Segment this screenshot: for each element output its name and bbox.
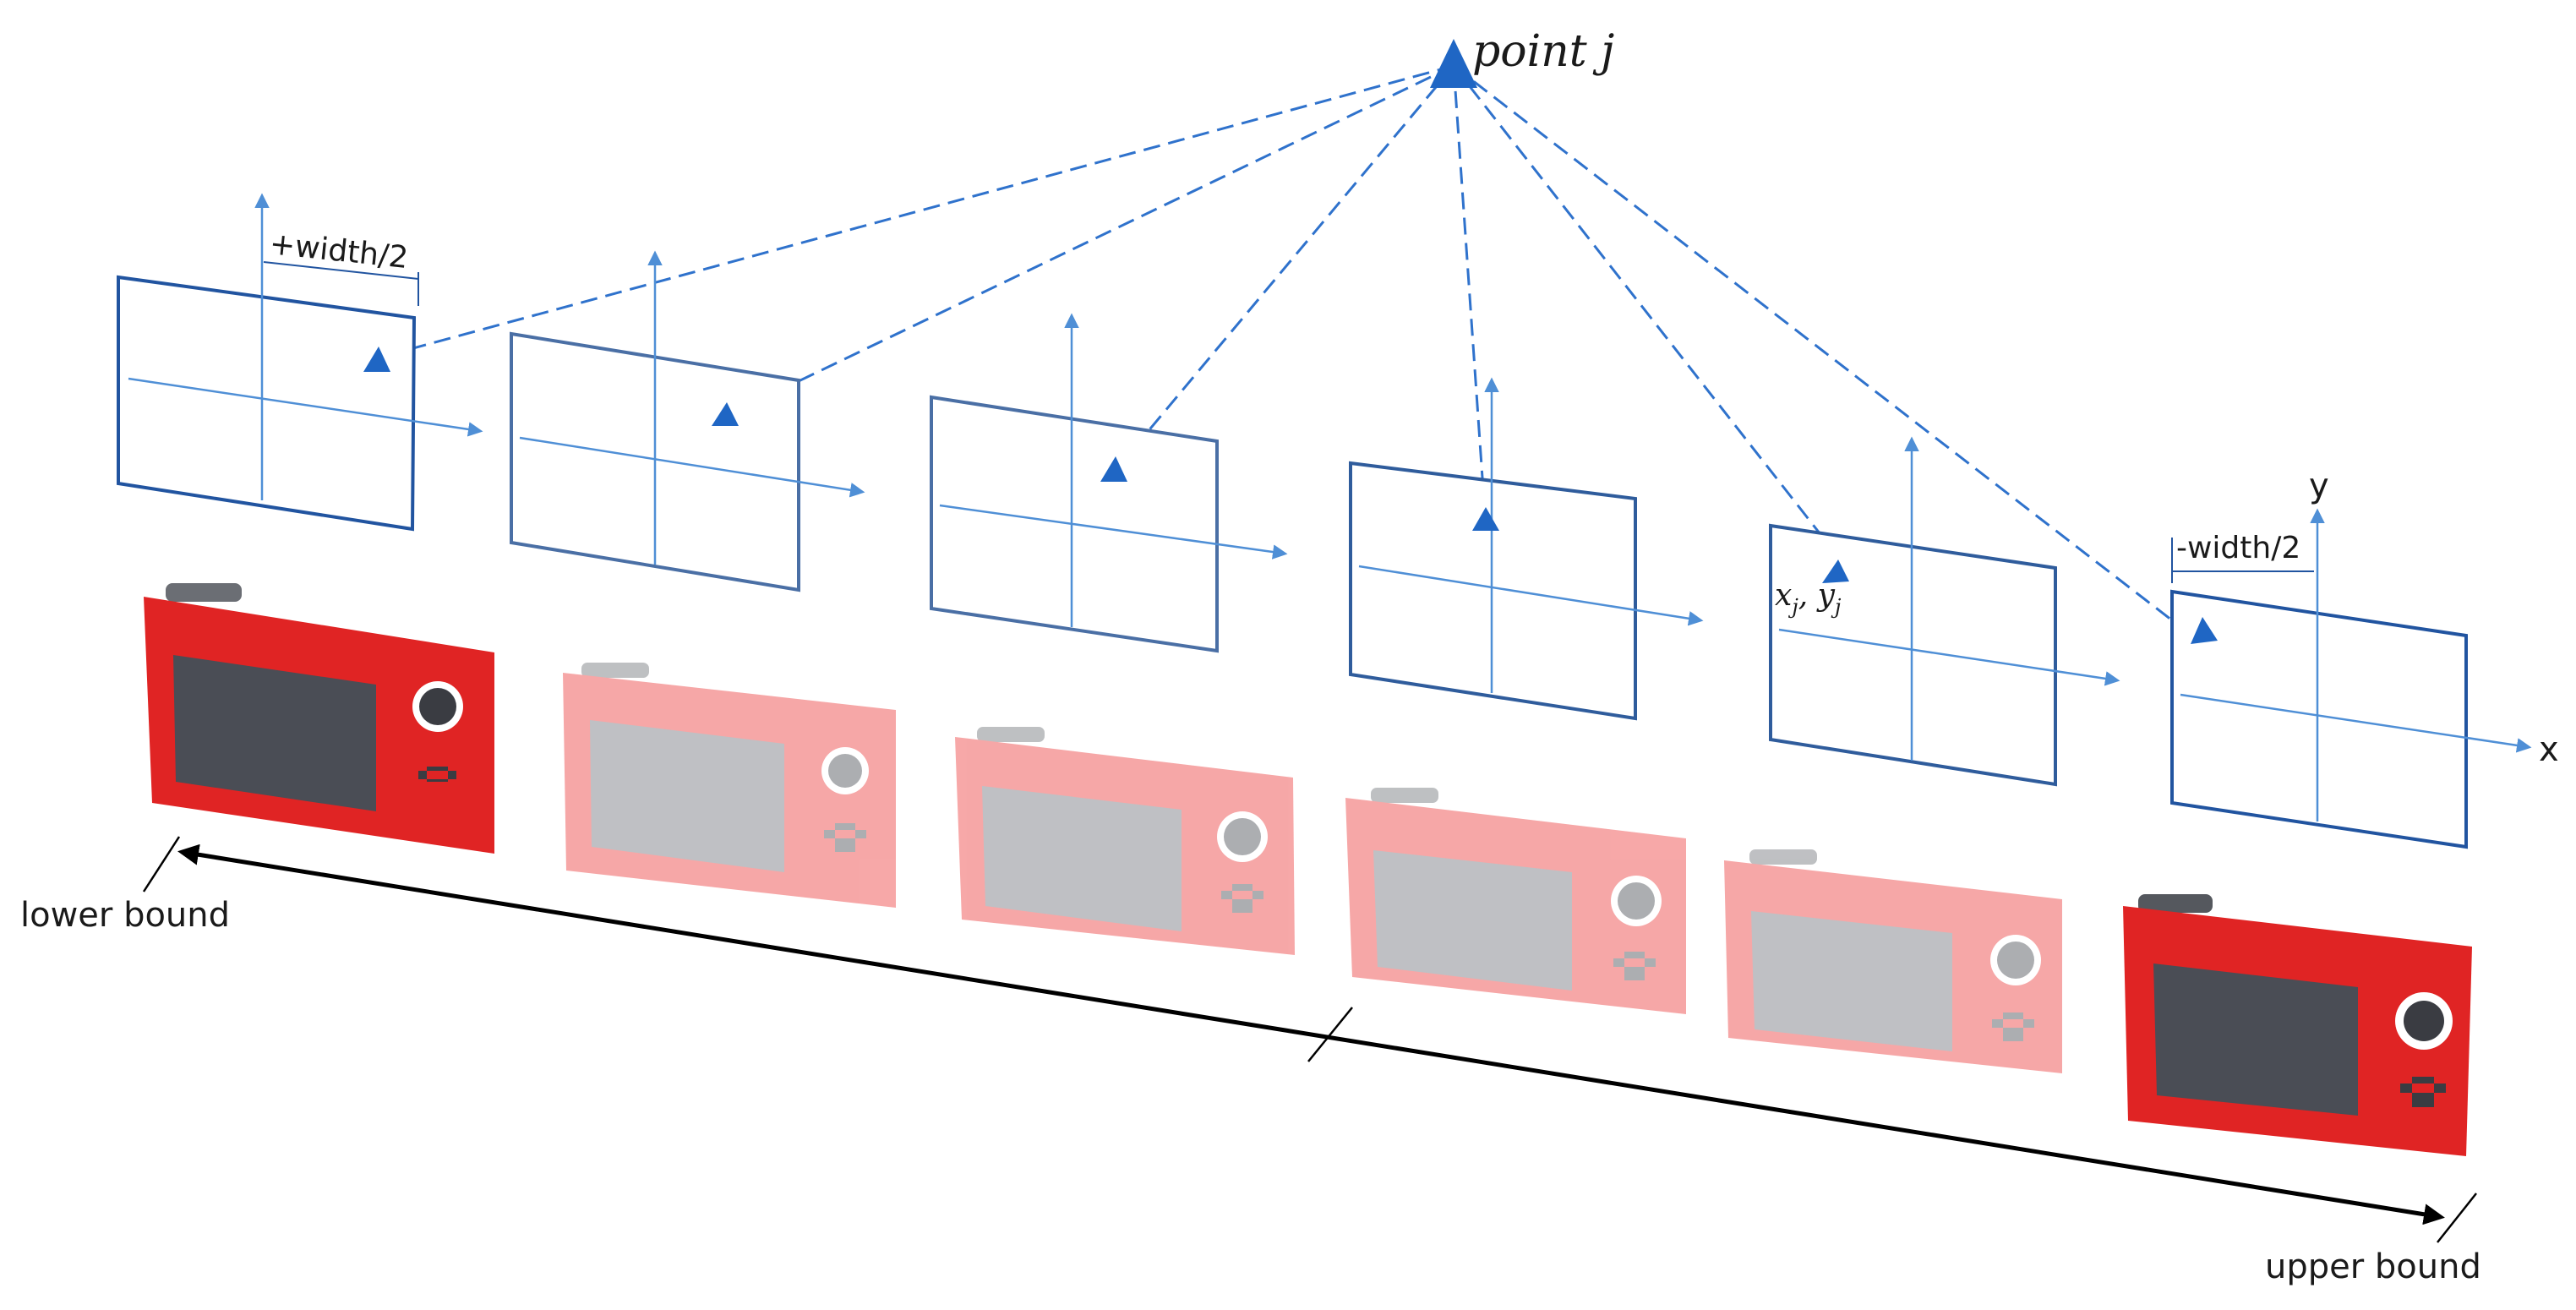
camera-top-button <box>581 663 649 678</box>
frame-border <box>1349 461 1637 721</box>
bound-range <box>142 836 2477 1243</box>
frame-border <box>2170 589 2468 849</box>
lower-bound-label: lower bound <box>20 896 230 935</box>
camera-top-button <box>977 727 1045 742</box>
camera-dial-inner <box>828 754 862 788</box>
frame-x-axis <box>1778 628 2120 686</box>
camera-3 <box>955 727 1295 955</box>
ray-4 <box>1452 65 1491 576</box>
projection-marker-5 <box>1822 559 1849 583</box>
camera-top-button <box>166 583 242 602</box>
axis-y-label: y <box>2309 467 2329 505</box>
half-width-dim <box>263 261 419 280</box>
ray-1 <box>263 64 1454 390</box>
frame-x-axis <box>939 504 1288 559</box>
camera-top-button <box>1749 849 1817 865</box>
frame-x-axis <box>1358 565 1704 626</box>
upper-bound-label: upper bound <box>2265 1247 2481 1286</box>
image-plane-1 <box>117 193 483 532</box>
plus-half-width-label: +width/2 <box>268 227 410 276</box>
projection-marker-3 <box>1100 456 1127 482</box>
camera-screen <box>173 655 376 811</box>
projection-markers <box>363 39 2218 644</box>
camera-dial-inner <box>419 688 456 725</box>
image-plane-5 <box>1769 436 2120 787</box>
projection-sep: , <box>1798 578 1818 613</box>
bound-arrow <box>177 843 2445 1225</box>
frame-x-axis <box>128 377 483 437</box>
point-j-marker <box>1430 39 1477 88</box>
camera-dpad <box>824 823 866 852</box>
camera-screen <box>1751 911 1952 1051</box>
projection-marker-2 <box>712 402 739 426</box>
frame-x-axis <box>519 436 865 498</box>
camera-1 <box>144 583 494 854</box>
camera-5 <box>1724 849 2062 1073</box>
image-plane-3 <box>930 313 1288 653</box>
upper-bound-tick <box>2437 1193 2477 1243</box>
frame-x-axis <box>2180 693 2532 753</box>
projection-x: x <box>1775 578 1792 613</box>
midpoint-tick <box>1307 1007 1353 1062</box>
axis-x-label: x <box>2539 730 2559 769</box>
camera-6 <box>2123 894 2472 1156</box>
point-j-label: point j <box>1472 26 1614 77</box>
camera-2 <box>563 663 896 908</box>
frame-border <box>117 275 417 532</box>
projection-marker-6 <box>2191 617 2218 644</box>
camera-screen <box>1373 850 1572 991</box>
projection-y: y <box>1816 578 1836 613</box>
projection-coordinate-label: xj, yj <box>1775 578 1842 619</box>
projection-marker-1 <box>363 347 390 372</box>
camera-dial-inner <box>1618 882 1655 920</box>
cameras <box>144 583 2472 1156</box>
camera-top-button <box>1371 788 1438 803</box>
frame-border <box>1769 523 2057 787</box>
lower-bound-tick <box>142 836 181 892</box>
labels: point j +width/2 -width/2 xj, yj y x low… <box>20 26 2559 1286</box>
camera-dial-inner <box>1997 942 2034 979</box>
camera-dial-inner <box>2404 1001 2444 1041</box>
image-plane-4 <box>1349 377 1704 721</box>
camera-dpad <box>418 767 456 782</box>
camera-screen <box>2153 963 2358 1116</box>
image-plane-2 <box>510 250 865 592</box>
image-planes <box>117 193 2532 849</box>
image-plane-6 <box>2170 508 2532 849</box>
camera-4 <box>1345 788 1686 1014</box>
projection-marker-4 <box>1472 507 1499 531</box>
camera-screen <box>590 720 784 872</box>
minus-half-width-label: -width/2 <box>2176 531 2300 565</box>
camera-dial-inner <box>1224 818 1261 855</box>
